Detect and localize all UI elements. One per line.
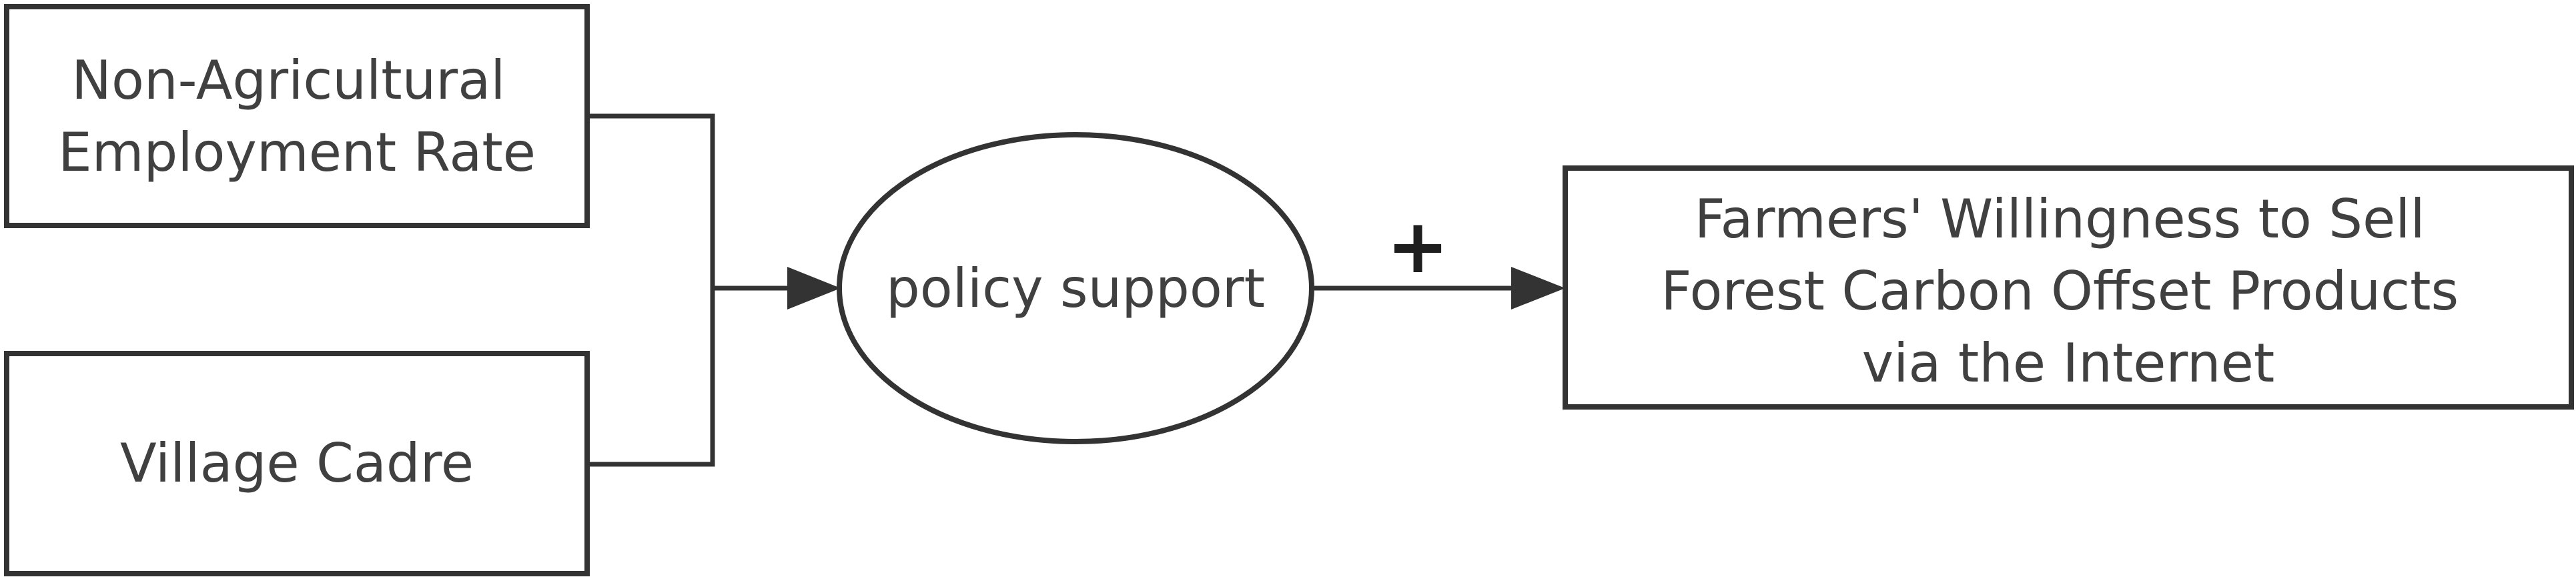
node-label-line: via the Internet xyxy=(1862,332,2274,394)
node-label-line: Farmers' Willingness to Sell xyxy=(1695,188,2425,250)
node-label-line: Forest Carbon Offset Products xyxy=(1661,260,2459,322)
edge-non-agricultural-to-junction xyxy=(587,113,715,288)
svg-text:Non-Agricultural Employm: Non-Agricultural Employment Rate xyxy=(58,49,536,183)
node-label-line: policy support xyxy=(886,257,1265,320)
node-label-line: Village Cadre xyxy=(120,432,474,494)
node-farmers-willingness: Farmers' Willingness to Sell Forest Carb… xyxy=(1563,165,2574,410)
arrowhead-policy-support xyxy=(787,267,841,310)
node-box xyxy=(4,351,590,576)
node-label-line: Non-Agricultural xyxy=(71,49,505,111)
node-box xyxy=(4,4,590,228)
svg-text:Farmers' Willingness to Sell: Farmers' Willingness to Sell Forest Carb… xyxy=(1661,188,2475,394)
node-village-cadre: Village Cadre xyxy=(4,351,590,576)
arrowhead-willingness xyxy=(1511,267,1565,310)
node-policy-support: policy support xyxy=(837,132,1314,444)
node-label-line: Employment Rate xyxy=(58,121,536,183)
node-ellipse xyxy=(837,132,1314,444)
edge-sign-plus: + xyxy=(1386,203,1449,290)
edge-merge-connector xyxy=(587,113,841,467)
svg-text:Village Cadre: Village Cadre xyxy=(120,432,474,494)
svg-text:policy support: policy support xyxy=(886,257,1265,320)
edge-policy-to-willingness: + xyxy=(1314,203,1565,310)
node-non-agricultural-employment-rate: Non-Agricultural Employment Rate xyxy=(4,4,590,228)
edge-village-cadre-to-junction xyxy=(587,288,715,467)
node-box xyxy=(1563,165,2574,410)
